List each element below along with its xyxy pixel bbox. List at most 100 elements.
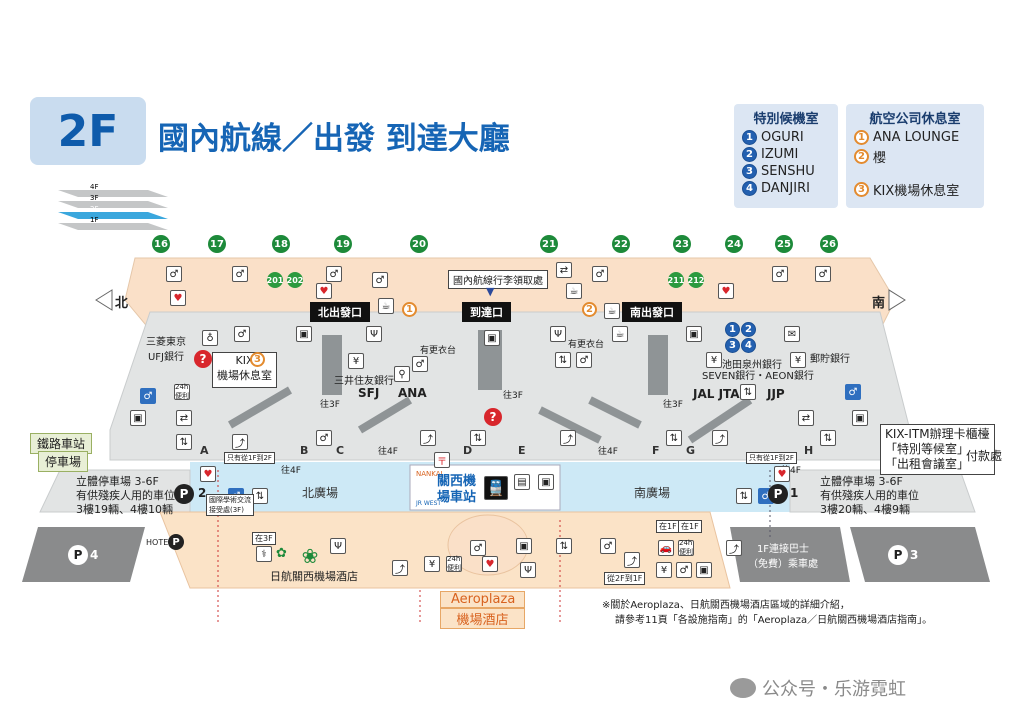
elevator-icon: ⇅ [820,430,836,446]
shop-icon: ▣ [516,538,532,554]
mufg-bank: 三菱東京 UFJ銀行 [146,337,186,363]
nikko-hotel-logo-icon: ❀ [301,544,319,568]
watermark-text: 公众号・乐游霓虹 [762,679,906,700]
escalator-icon: ⤴ [726,540,742,556]
to-4f-label: 往4F [781,466,801,476]
escalator-icon: ⤴ [420,430,436,446]
restroom-icon: ♂ [412,356,428,372]
atm-icon: ¥ [790,352,806,368]
atm-icon: ¥ [706,352,722,368]
post-box-icon: 〒 [434,452,450,468]
floor-1f-label: 1F [90,216,98,224]
restaurant-icon: Ψ [520,562,536,578]
kansai-airport-station: 關西機 場車站 [437,474,477,505]
shop-icon: ▣ [484,330,500,346]
lounge-marker-2-icon: 2 [741,322,756,337]
parking-p4-icon: P [68,545,88,565]
restroom-icon: ♂ [372,272,388,288]
hotel-logo-icon: ✿ [276,546,287,561]
one-way-escalator-label: 只有從1F到2F [224,452,275,464]
cafe-icon: ☕ [566,283,582,299]
parking-right-line-1: 立體停車場 3-6F [820,475,903,488]
zone-g: G [686,444,696,457]
ana-counter: ANA [398,386,427,400]
zone-h: H [804,444,814,457]
changing-table-label: 有更衣台 [420,346,457,356]
at-1f-label: 在1F [678,520,702,533]
elevator-icon: ⇅ [740,384,756,400]
changing-table-label: 有更衣台 [568,340,605,350]
to-3f-label: 往3F [663,400,683,410]
convenience-store-icon: 24h 便利 [446,555,462,572]
parking-right-line-2: 有供殘疾人用的車位 [820,489,919,502]
arrival-gate: 到達口 [462,302,511,322]
train-icon: 🚆 [484,476,508,500]
floor-2f-label: 2F [90,205,98,213]
page-title: 國內航線／出發 到達大廳 [158,121,510,157]
lounge-marker-3-icon: 3 [725,338,740,353]
floor-1f-plane [58,223,168,230]
gate-19: 19 [334,235,352,253]
information-icon: ? [194,350,212,368]
floor-2f-plane [58,212,168,219]
kix-lounge-label: KIX 機場休息室 [212,352,277,388]
restroom-icon: ♂ [600,538,616,554]
parking-sign: 停車場 [38,451,89,472]
parking-left-line-2: 有供殘疾人用的車位 [76,489,175,502]
restroom-icon: ♂ [576,352,592,368]
zone-a: A [200,444,209,457]
baby-icon: ♁ [202,330,218,346]
aed-icon: ♥ [170,290,186,306]
parking-p3-number: 3 [910,548,919,562]
smoking-icon: ⇄ [176,410,192,426]
elevator-icon: ⇅ [176,434,192,450]
aed-icon: ♥ [774,466,790,482]
parking-p1-icon: P [768,484,788,504]
nankai-logo: NANKAI [416,470,443,478]
gate-23: 23 [673,235,691,253]
parking-p2-icon: P [174,484,194,504]
arrow-south-icon [888,289,906,311]
arrow-north-icon [95,289,113,311]
elevator-icon: ⇅ [470,430,486,446]
hotel-parking-icon: P [168,534,184,550]
lounge-marker-1-icon: 1 [725,322,740,337]
shop-icon: ▣ [296,326,312,342]
gate-211: 211 [668,272,684,288]
sfj-counter: SFJ [358,386,380,400]
restroom-icon: ♂ [234,326,250,342]
floor-3f-plane [58,201,168,208]
parking-p3-icon: P [888,545,908,565]
smoking-icon: ⇄ [798,410,814,426]
escalator-icon: ⤴ [560,430,576,446]
sakura-lounge-marker-icon: 2 [582,302,597,317]
smoking-icon: ⇄ [556,262,572,278]
aed-icon: ♥ [316,283,332,299]
to-3f-label: 往3F [320,400,340,410]
floor-stack-diagram: 4F 3F 2F 1F [58,183,168,230]
gate-202: 202 [287,272,303,288]
direction-south: 南 [872,296,886,311]
zone-c: C [336,444,345,457]
restroom-icon: ♂ [470,540,486,556]
parking-p2-number: 2 [198,486,207,500]
zone-d: D [463,444,473,457]
post-bank: 郵貯銀行 [810,354,850,365]
restroom-icon: ♂ [772,266,788,282]
jal-jta-counter: JAL JTA [693,387,740,401]
shop-icon: ▣ [538,474,554,490]
south-plaza: 南廣場 [634,486,671,500]
elevator-icon: ⇅ [666,430,682,446]
lounge-marker-3-icon: 3 [250,352,265,367]
parking-lot-p3 [850,527,990,582]
changing-table-icon: ⚲ [394,366,410,382]
restroom-icon: ♂ [166,266,182,282]
rail-station-sign: 鐵路車站 [30,433,93,454]
restroom-icon: ♂ [592,266,608,282]
wechat-icon [730,678,756,698]
